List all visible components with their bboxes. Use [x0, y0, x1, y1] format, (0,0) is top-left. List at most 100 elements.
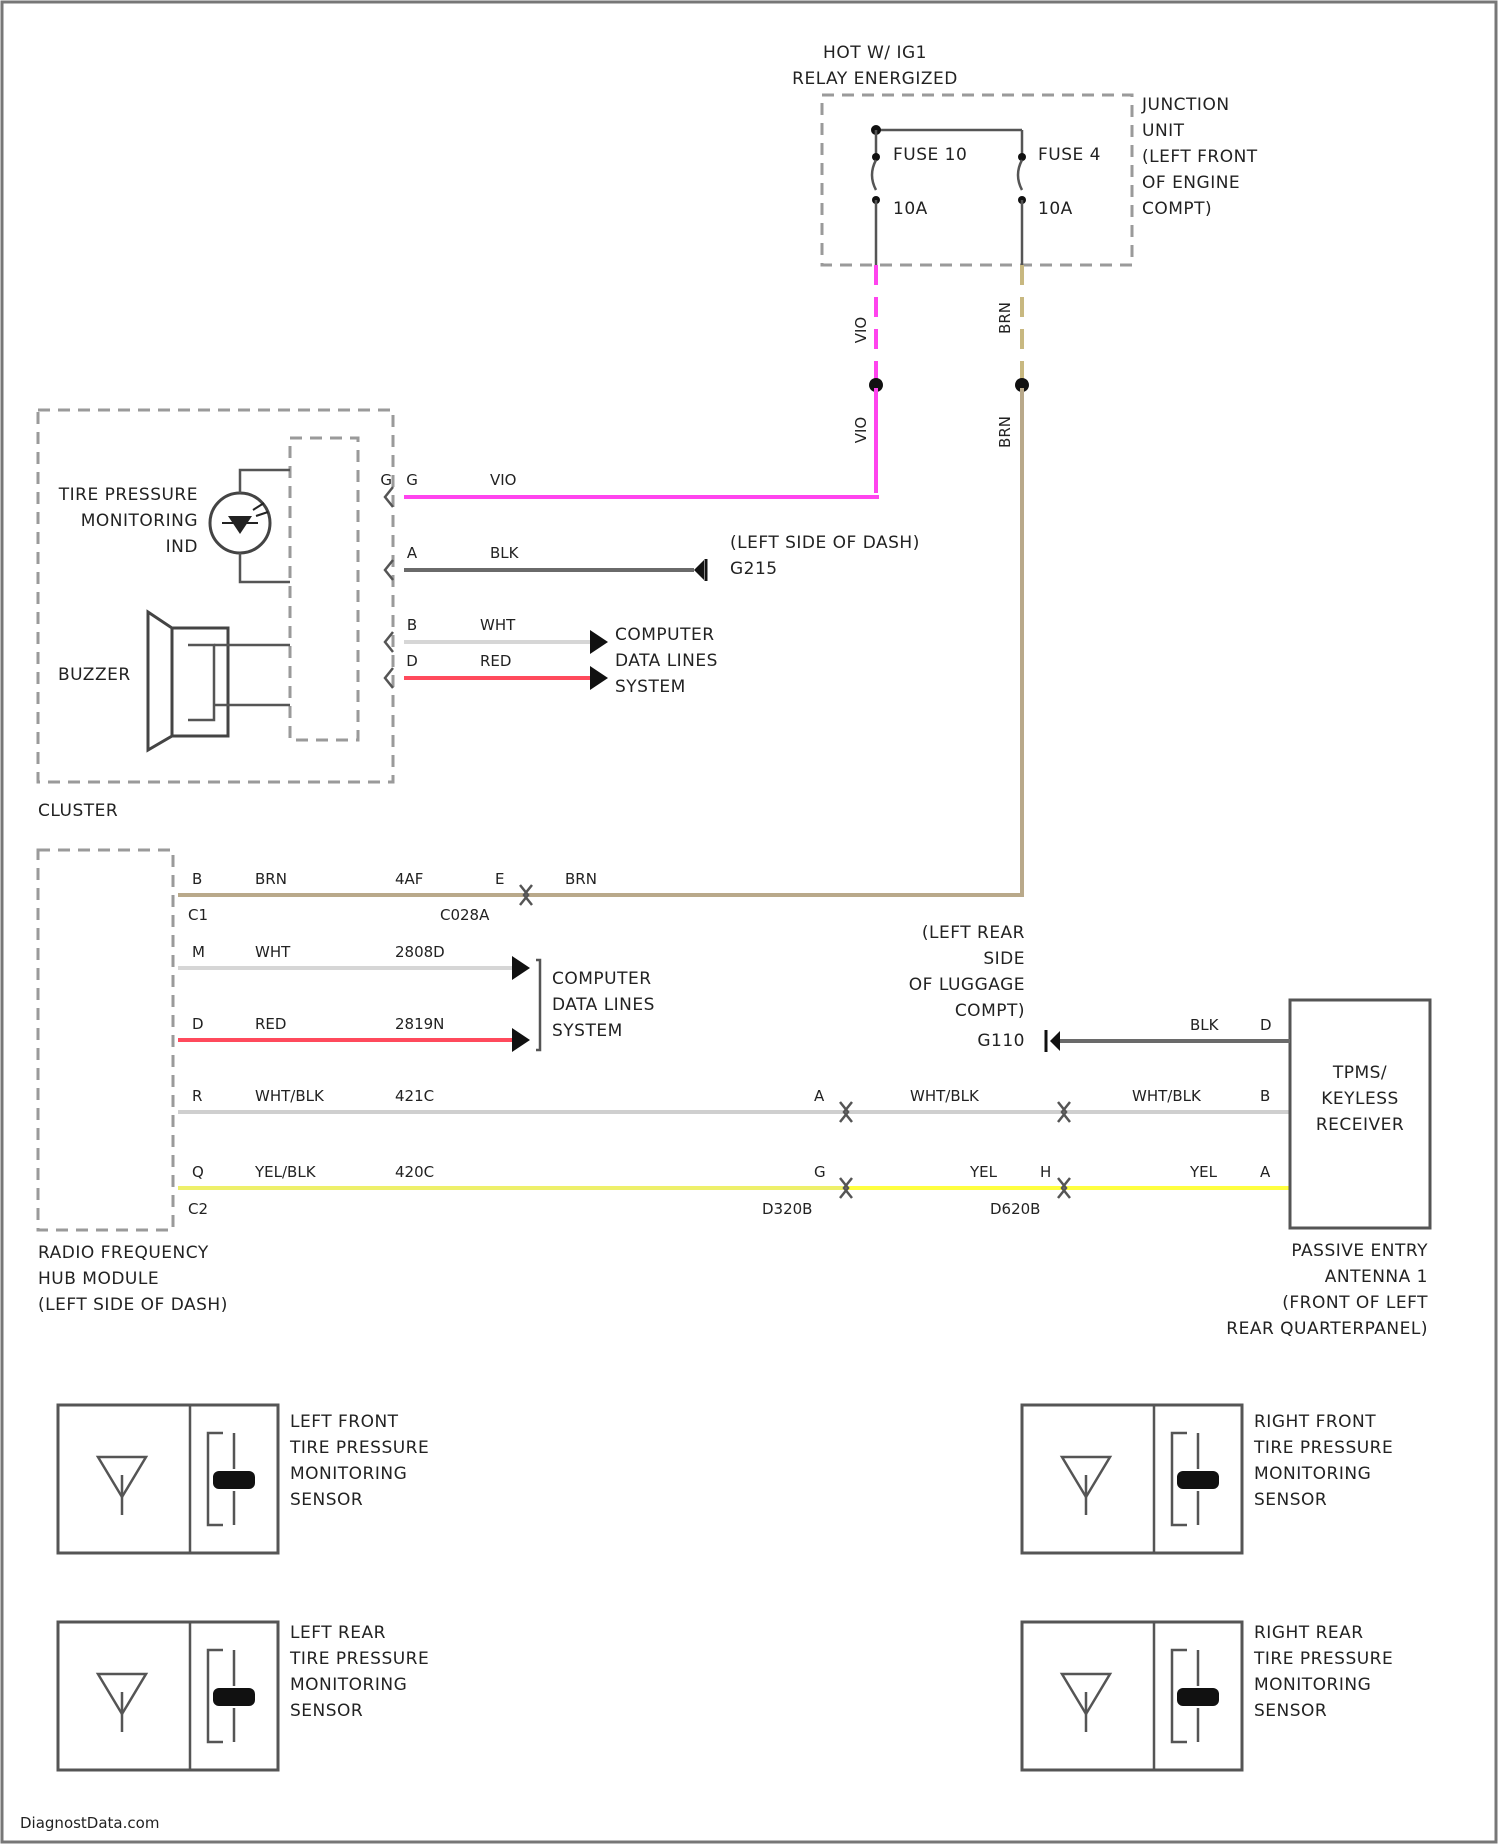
svg-text:B: B [192, 870, 202, 888]
receiver-box [1290, 1000, 1430, 1228]
svg-text:SENSOR: SENSOR [290, 1490, 363, 1510]
fuse-left-name: FUSE 10 [893, 145, 967, 165]
rfh-cdl-label-3: SYSTEM [552, 1021, 623, 1041]
svg-text:BLK: BLK [1190, 1016, 1220, 1034]
svg-text:E: E [495, 870, 504, 888]
svg-text:2819N: 2819N [395, 1015, 444, 1033]
svg-text:G: G [814, 1163, 826, 1181]
svg-text:D: D [192, 1015, 204, 1033]
svg-text:H: H [1040, 1163, 1051, 1181]
svg-text:TIRE PRESSURE: TIRE PRESSURE [1253, 1438, 1393, 1458]
cdl-label-1: COMPUTER [615, 625, 715, 645]
svg-text:SENSOR: SENSOR [1254, 1490, 1327, 1510]
wire-brn-label-1: BRN [996, 302, 1014, 334]
svg-text:RIGHT REAR: RIGHT REAR [1254, 1623, 1364, 1643]
cluster-pin-b-label: B [407, 616, 417, 634]
svg-text:A: A [1260, 1163, 1271, 1181]
svg-text:MONITORING: MONITORING [1254, 1464, 1371, 1484]
antenna-label-2: ANTENNA 1 [1325, 1267, 1428, 1287]
rfh-cdl-label-1: COMPUTER [552, 969, 652, 989]
antenna-label-3: (FRONT OF LEFT [1282, 1293, 1428, 1313]
svg-text:MONITORING: MONITORING [1254, 1675, 1371, 1695]
connector-c028a-label: C028A [440, 906, 490, 924]
antenna-label-1: PASSIVE ENTRY [1291, 1241, 1428, 1261]
wire-vio-label-2: VIO [852, 417, 870, 444]
fuse-left-rating: 10A [893, 199, 928, 219]
cdl-label-2: DATA LINES [615, 651, 718, 671]
svg-text:TIRE PRESSURE: TIRE PRESSURE [289, 1438, 429, 1458]
connector-d320b-label: D320B [762, 1200, 812, 1218]
svg-text:BRN: BRN [255, 870, 287, 888]
svg-text:421C: 421C [395, 1087, 434, 1105]
receiver-label-1: TPMS/ [1332, 1063, 1387, 1083]
svg-text:MONITORING: MONITORING [290, 1675, 407, 1695]
connector-c2-label: C2 [188, 1200, 208, 1218]
rfh-cdl-label-2: DATA LINES [552, 995, 655, 1015]
ground-g110-location-2: SIDE [983, 949, 1025, 969]
svg-text:YEL: YEL [969, 1163, 998, 1181]
svg-text:SENSOR: SENSOR [290, 1701, 363, 1721]
hot-label-line2: RELAY ENERGIZED [792, 69, 958, 89]
ground-g110-location-1: (LEFT REAR [922, 923, 1025, 943]
cdl-label-3: SYSTEM [615, 677, 686, 697]
watermark: DiagnostData.com [20, 1814, 159, 1832]
rf-hub-label-3: (LEFT SIDE OF DASH) [38, 1295, 228, 1315]
svg-text:WHT: WHT [255, 943, 291, 961]
svg-text:SENSOR: SENSOR [1254, 1701, 1327, 1721]
tpms-ind-label-3: IND [166, 537, 198, 557]
junction-label-5: COMPT) [1142, 199, 1212, 219]
junction-label-3: (LEFT FRONT [1142, 147, 1258, 167]
junction-label-4: OF ENGINE [1142, 173, 1240, 193]
svg-text:YEL: YEL [1189, 1163, 1218, 1181]
junction-label-2: UNIT [1142, 121, 1185, 141]
connector-c1-label: C1 [188, 906, 208, 924]
svg-text:RED: RED [255, 1015, 286, 1033]
ground-g215-id: G215 [730, 559, 778, 579]
wire-vio-cluster-label: VIO [490, 471, 517, 489]
ground-g215-location: (LEFT SIDE OF DASH) [730, 533, 920, 553]
svg-text:4AF: 4AF [395, 870, 423, 888]
fuse-right-name: FUSE 4 [1038, 145, 1101, 165]
svg-text:TIRE PRESSURE: TIRE PRESSURE [289, 1649, 429, 1669]
tpms-ind-label-1: TIRE PRESSURE [58, 485, 198, 505]
svg-text:M: M [192, 943, 205, 961]
cluster-pin-d-label: D [406, 652, 418, 670]
wire-brn-label-2: BRN [996, 416, 1014, 448]
buzzer-label: BUZZER [58, 665, 131, 685]
svg-text:R: R [192, 1087, 202, 1105]
svg-text:YEL/BLK: YEL/BLK [254, 1163, 317, 1181]
cluster-pin-a-label: A [407, 544, 418, 562]
svg-text:BRN: BRN [565, 870, 597, 888]
svg-text:MONITORING: MONITORING [290, 1464, 407, 1484]
svg-text:D: D [1260, 1016, 1272, 1034]
svg-text:A: A [814, 1087, 825, 1105]
receiver-label-3: RECEIVER [1316, 1115, 1404, 1135]
fuse-right-rating: 10A [1038, 199, 1073, 219]
junction-label-1: JUNCTION [1141, 95, 1230, 115]
rf-hub-label-2: HUB MODULE [38, 1269, 159, 1289]
svg-text:TIRE PRESSURE: TIRE PRESSURE [1253, 1649, 1393, 1669]
cluster-label: CLUSTER [38, 801, 118, 821]
svg-text:WHT/BLK: WHT/BLK [910, 1087, 980, 1105]
tpms-ind-label-2: MONITORING [81, 511, 198, 531]
hot-label-line1: HOT W/ IG1 [823, 43, 927, 63]
ground-g110-location-3: OF LUGGAGE [909, 975, 1025, 995]
wire-vio-label-1: VIO [852, 317, 870, 344]
receiver-label-2: KEYLESS [1321, 1089, 1399, 1109]
svg-text:G: G [406, 471, 418, 489]
svg-text:Q: Q [192, 1163, 204, 1181]
cluster-pin-g-label: G [380, 471, 392, 489]
svg-text:WHT/BLK: WHT/BLK [1132, 1087, 1202, 1105]
svg-text:420C: 420C [395, 1163, 434, 1181]
svg-text:RIGHT FRONT: RIGHT FRONT [1254, 1412, 1376, 1432]
ground-g110-id: G110 [977, 1031, 1025, 1051]
antenna-label-4: REAR QUARTERPANEL) [1226, 1319, 1428, 1339]
wire-red-cluster-label: RED [480, 652, 511, 670]
rf-hub-label-1: RADIO FREQUENCY [38, 1243, 209, 1263]
svg-text:2808D: 2808D [395, 943, 445, 961]
svg-text:LEFT FRONT: LEFT FRONT [290, 1412, 399, 1432]
ground-g110-location-4: COMPT) [955, 1001, 1025, 1021]
wire-blk-cluster-label: BLK [490, 544, 520, 562]
